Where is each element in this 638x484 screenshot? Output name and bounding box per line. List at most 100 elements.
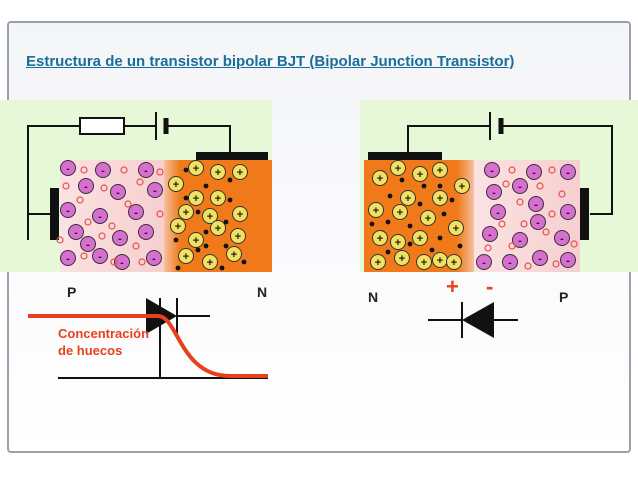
hole-carrier (548, 210, 556, 218)
svg-text:+: + (395, 237, 401, 249)
hole-carrier (80, 166, 88, 174)
hole-carrier (80, 252, 88, 260)
electron-carrier (407, 241, 413, 247)
positive-ion: + (168, 176, 184, 192)
negative-ion: - (138, 162, 154, 178)
n-contact (368, 152, 442, 160)
electron-carrier (385, 219, 391, 225)
right-wire (501, 125, 613, 215)
svg-text:+: + (183, 207, 189, 219)
negative-ion: - (60, 202, 76, 218)
negative-ion: - (486, 184, 502, 200)
negative-ion: - (512, 178, 528, 194)
svg-text:+: + (417, 169, 423, 181)
hole-carrier (136, 178, 144, 186)
hole-carrier (552, 260, 560, 268)
positive-ion: + (188, 190, 204, 206)
svg-text:-: - (66, 163, 70, 175)
svg-text:+: + (453, 223, 459, 235)
positive-ion: + (412, 166, 428, 182)
positive-ion: + (420, 210, 436, 226)
electron-carrier (437, 183, 443, 189)
negative-ion: - (526, 164, 542, 180)
positive-ion: + (448, 220, 464, 236)
positive-ion: + (446, 254, 462, 270)
negative-ion: - (476, 254, 492, 270)
negative-ion: - (110, 184, 126, 200)
minus-sign: - (486, 274, 494, 299)
electron-carrier (441, 211, 447, 217)
negative-ion: - (112, 230, 128, 246)
hole-carrier (524, 262, 532, 270)
positive-ion: + (202, 254, 218, 270)
svg-text:+: + (215, 223, 221, 235)
svg-text:-: - (84, 181, 88, 193)
negative-ion: - (92, 248, 108, 264)
svg-text:-: - (518, 181, 522, 193)
negative-ion: - (78, 178, 94, 194)
p-region (60, 160, 164, 272)
hole-carrier (516, 198, 524, 206)
positive-ion: + (372, 230, 388, 246)
electron-carrier (183, 195, 189, 201)
svg-text:+: + (437, 255, 443, 267)
negative-ion: - (560, 252, 576, 268)
positive-ion: + (210, 164, 226, 180)
negative-ion: - (560, 204, 576, 220)
svg-text:+: + (237, 167, 243, 179)
negative-ion: - (60, 160, 76, 176)
hole-carrier (156, 168, 164, 176)
p-contact (580, 188, 589, 240)
svg-text:-: - (482, 257, 486, 269)
positive-ion: + (188, 160, 204, 176)
electron-carrier (175, 265, 181, 271)
hole-carrier (508, 242, 516, 250)
left-wire (166, 125, 231, 153)
svg-text:+: + (373, 205, 379, 217)
left-diagram: -----------------++++++++++++++++ (0, 100, 272, 379)
electron-carrier (417, 201, 423, 207)
positive-ion: + (432, 190, 448, 206)
svg-text:-: - (74, 227, 78, 239)
svg-text:-: - (566, 167, 570, 179)
svg-text:-: - (496, 207, 500, 219)
hole-carrier (76, 196, 84, 204)
electron-carrier (219, 265, 225, 271)
positive-ion: + (416, 254, 432, 270)
svg-text:+: + (377, 233, 383, 245)
negative-ion: - (95, 162, 111, 178)
svg-text:+: + (377, 173, 383, 185)
electron-carrier (457, 243, 463, 249)
positive-ion: + (232, 206, 248, 222)
svg-text:+: + (417, 233, 423, 245)
hole-carrier (110, 258, 118, 266)
svg-text:-: - (118, 233, 122, 245)
svg-text:-: - (153, 185, 157, 197)
concentration-label-line2: de huecos (58, 343, 123, 358)
electron-carrier (407, 223, 413, 229)
positive-ion: + (454, 178, 470, 194)
negative-ion: - (68, 224, 84, 240)
hole-carrier (62, 182, 70, 190)
svg-text:-: - (98, 211, 102, 223)
concentration-label: Concentración de huecos (58, 325, 149, 359)
svg-text:+: + (215, 167, 221, 179)
svg-text:-: - (144, 227, 148, 239)
svg-text:+: + (183, 251, 189, 263)
hole-carrier (502, 180, 510, 188)
electron-carrier (183, 167, 189, 173)
positive-ion: + (432, 252, 448, 268)
svg-text:+: + (231, 249, 237, 261)
electron-carrier (227, 177, 233, 183)
hole-concentration-curve (28, 314, 268, 378)
hole-carrier (520, 220, 528, 228)
negative-ion: - (146, 250, 162, 266)
positive-ion: + (210, 190, 226, 206)
svg-text:-: - (508, 257, 512, 269)
svg-text:+: + (451, 257, 457, 269)
hole-carrier (132, 242, 140, 250)
svg-text:+: + (399, 253, 405, 265)
hole-carrier (108, 222, 116, 230)
electron-carrier (449, 197, 455, 203)
svg-text:-: - (116, 187, 120, 199)
